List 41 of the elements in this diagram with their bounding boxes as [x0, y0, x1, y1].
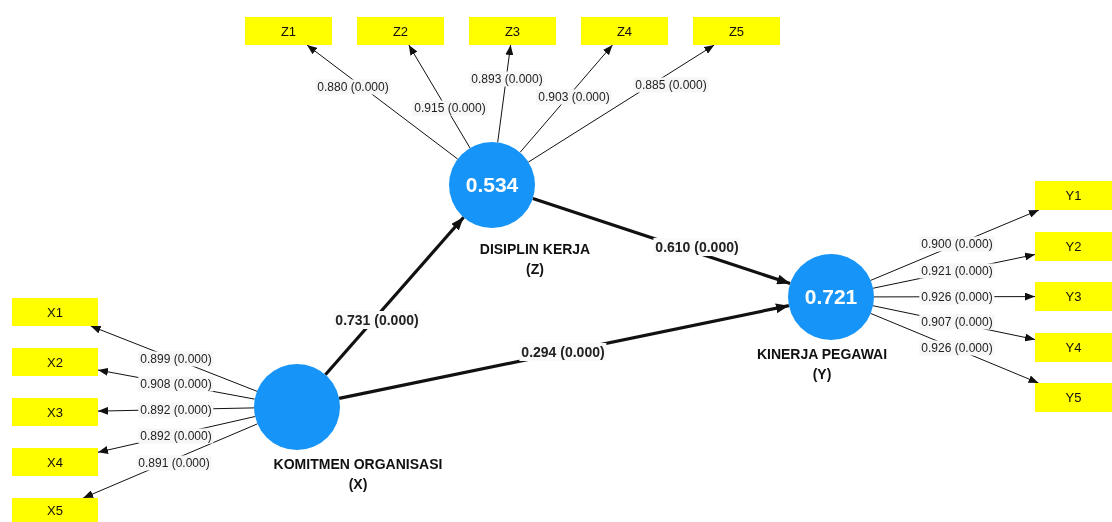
- indicator-box: X3: [12, 398, 98, 426]
- edge-label: 0.891 (0.000): [136, 455, 212, 471]
- indicator-box: X5: [12, 498, 98, 522]
- edge-label: 0.893 (0.000): [469, 71, 545, 87]
- arrow: [519, 44, 613, 153]
- edge-label: 0.926 (0.000): [919, 340, 995, 356]
- r-squared-value: 0.721: [804, 285, 858, 309]
- indicator-box: Y3: [1035, 282, 1112, 311]
- edge-label: 0.610 (0.000): [653, 238, 741, 256]
- indicator-box: X1: [12, 298, 98, 326]
- indicator-box: Z3: [469, 17, 556, 45]
- indicator-box: Y1: [1035, 181, 1112, 210]
- edge-label: 0.731 (0.000): [333, 311, 421, 329]
- edge-label: 0.908 (0.000): [138, 376, 214, 392]
- edge-label: 0.903 (0.000): [536, 89, 612, 105]
- edge-label: 0.880 (0.000): [315, 79, 391, 95]
- construct-label: KOMITMEN ORGANISASI (X): [272, 455, 444, 494]
- indicator-box: Y5: [1035, 383, 1112, 412]
- indicator-box: Y2: [1035, 232, 1112, 261]
- indicator-box: Z4: [581, 17, 668, 45]
- indicator-box: Z1: [245, 17, 332, 45]
- edge-label: 0.926 (0.000): [919, 289, 995, 305]
- arrow: [408, 44, 471, 149]
- indicator-box: Z5: [693, 17, 780, 45]
- construct-label: KINERJA PEGAWAI (Y): [755, 345, 889, 384]
- arrow: [324, 216, 465, 376]
- r-squared-value: 0.534: [465, 173, 519, 197]
- indicator-box: X2: [12, 348, 98, 376]
- indicator-box: Y4: [1035, 333, 1112, 362]
- edge-label: 0.899 (0.000): [138, 351, 214, 367]
- edge-label: 0.294 (0.000): [519, 343, 607, 361]
- edge-label: 0.900 (0.000): [919, 236, 995, 252]
- edge-label: 0.915 (0.000): [412, 100, 488, 116]
- edge-label: 0.892 (0.000): [138, 402, 214, 418]
- construct-label: DISIPLIN KERJA (Z): [478, 240, 592, 279]
- edge-label: 0.907 (0.000): [919, 314, 995, 330]
- edge-label: 0.885 (0.000): [633, 77, 709, 93]
- edge-label: 0.921 (0.000): [919, 263, 995, 279]
- indicator-box: X4: [12, 448, 98, 476]
- indicator-box: Z2: [357, 17, 444, 45]
- edge-label: 0.892 (0.000): [138, 428, 214, 444]
